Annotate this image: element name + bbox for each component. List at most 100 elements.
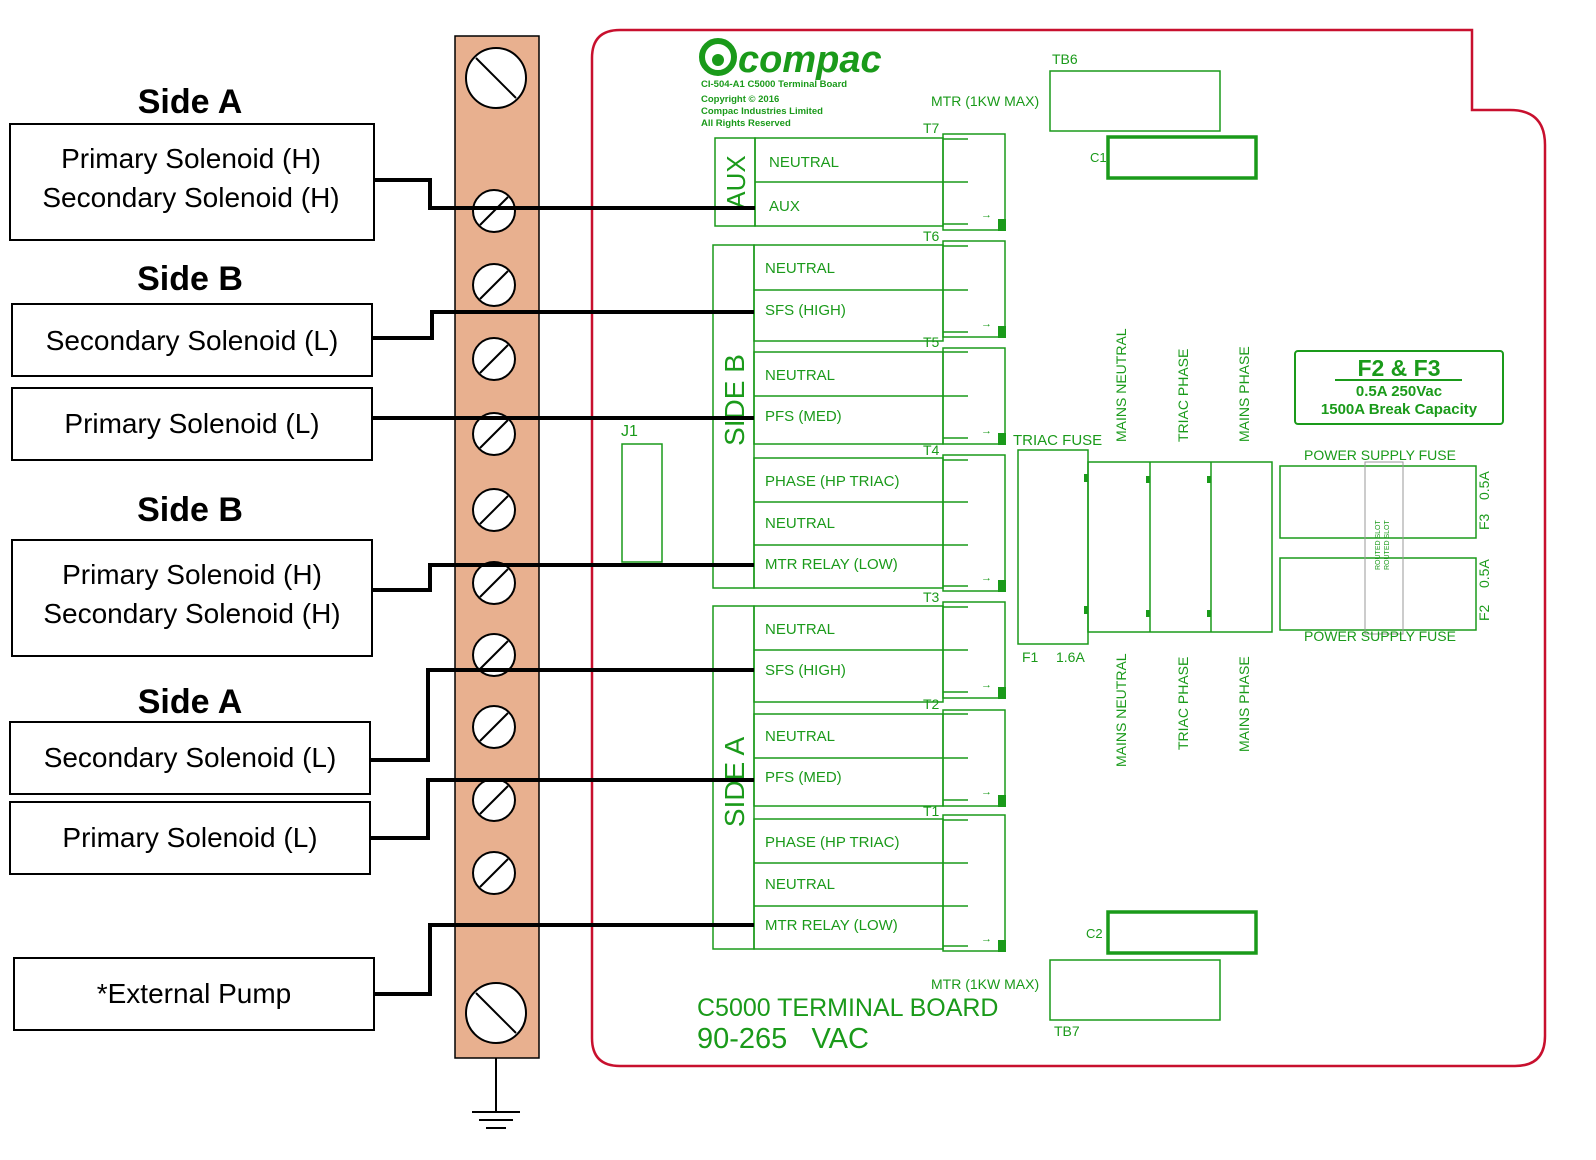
- svg-text:→: →: [981, 425, 992, 437]
- mains-phase-top: MAINS PHASE: [1236, 346, 1252, 442]
- svg-text:→: →: [981, 318, 992, 330]
- f3-rating: 0.5A: [1476, 471, 1492, 500]
- wires: [370, 178, 755, 996]
- box7-label: *External Pump: [97, 978, 292, 1009]
- triac-phase-top: TRIAC PHASE: [1175, 349, 1191, 442]
- box4-line2: Secondary Solenoid (H): [43, 598, 340, 629]
- t5-label: T5: [923, 334, 940, 350]
- f2-f3-title: F2 & F3: [1357, 355, 1440, 381]
- t4-row-mtr-relay: MTR RELAY (LOW): [765, 556, 898, 573]
- screw-2: [472, 263, 516, 307]
- t4-label: T4: [923, 442, 940, 458]
- mains-phase-bottom: MAINS PHASE: [1236, 656, 1252, 752]
- terminal-screws: [465, 47, 527, 1044]
- svg-text:→: →: [981, 679, 992, 691]
- box-secondary-l-side-b: [11, 303, 373, 377]
- c2-label: C2: [1086, 926, 1103, 941]
- mtr-top-label: MTR (1KW MAX): [931, 93, 1039, 109]
- t2-row-neutral: NEUTRAL: [765, 728, 835, 745]
- f1-label: F1: [1022, 649, 1039, 665]
- t4-row-phase: PHASE (HP TRIAC): [765, 473, 899, 490]
- t1-row-mtr-relay: MTR RELAY (LOW): [765, 917, 898, 934]
- side-b-group-label: SIDE B: [719, 354, 750, 446]
- routed-slot-text-2: ROUTED SLOT: [1384, 519, 1391, 570]
- svg-text:→: →: [981, 209, 992, 221]
- svg-text:→: →: [981, 786, 992, 798]
- mains-connector: [1087, 461, 1273, 633]
- f2-f3-rating: 0.5A 250Vac: [1356, 383, 1442, 400]
- screw-6: [472, 561, 516, 605]
- t1-row-phase: PHASE (HP TRIAC): [765, 834, 899, 851]
- t6-row-sfs: SFS (HIGH): [765, 302, 846, 319]
- mains-neutral-bottom: MAINS NEUTRAL: [1113, 653, 1129, 767]
- aux-row-aux: AUX: [769, 198, 800, 215]
- box1-line2: Secondary Solenoid (H): [42, 182, 339, 213]
- box5-label: Secondary Solenoid (L): [44, 742, 337, 773]
- aux-block: AUX NEUTRAL AUX: [714, 137, 944, 227]
- screw-3: [472, 337, 516, 381]
- side-b-heading-top: Side B: [137, 260, 243, 298]
- screw-8: [472, 705, 516, 749]
- board-outline: [590, 28, 1547, 1068]
- f2-f3-capacity: 1500A Break Capacity: [1321, 401, 1478, 418]
- screw-9: [472, 778, 516, 822]
- connector-housings: →→→ →→→→: [942, 133, 1006, 952]
- t4-row-neutral: NEUTRAL: [765, 515, 835, 532]
- t2-row-pfs: PFS (MED): [765, 769, 842, 786]
- aux-group-label: AUX: [721, 155, 751, 208]
- t1-row-neutral: NEUTRAL: [765, 876, 835, 893]
- t6-label: T6: [923, 228, 940, 244]
- svg-text:→: →: [981, 572, 992, 584]
- box2-label: Secondary Solenoid (L): [46, 325, 339, 356]
- box-secondary-l-side-a: [9, 721, 371, 795]
- t5-row-neutral: NEUTRAL: [765, 367, 835, 384]
- j1-jumper: [621, 443, 663, 563]
- f1-rating: 1.6A: [1056, 649, 1085, 665]
- t3-row-sfs: SFS (HIGH): [765, 662, 846, 679]
- j1-label: J1: [621, 423, 638, 440]
- box-primary-secondary-h-side-b: [11, 539, 373, 657]
- side-a-heading-top: Side A: [138, 83, 243, 121]
- side-a-heading-mid: Side A: [138, 683, 243, 721]
- screw-large-bottom: [465, 982, 527, 1044]
- t2-label: T2: [923, 696, 940, 712]
- power-supply-fuse-top: POWER SUPPLY FUSE: [1304, 447, 1456, 463]
- f2-rating: 0.5A: [1476, 559, 1492, 588]
- fuse-f2: [1279, 557, 1477, 631]
- t5-row-pfs: PFS (MED): [765, 408, 842, 425]
- t7-label: T7: [923, 120, 940, 136]
- tb6-block: [1049, 70, 1221, 132]
- side-b-heading-mid: Side B: [137, 491, 243, 529]
- tb7-label: TB7: [1054, 1023, 1080, 1039]
- c2-capacitor: [1106, 910, 1258, 955]
- box-primary-l-side-a: [9, 801, 371, 875]
- triac-fuse-label: TRIAC FUSE: [1013, 432, 1102, 449]
- box3-label: Primary Solenoid (L): [64, 408, 319, 439]
- routed-slot-text-1: ROUTED SLOT: [1375, 519, 1382, 570]
- board-voltage: 90-265 VAC: [697, 1023, 869, 1055]
- box-primary-secondary-h-side-a: [9, 123, 375, 241]
- tb6-label: TB6: [1052, 51, 1078, 67]
- compac-logo: compac: [699, 38, 882, 81]
- copyright-line2: Compac Industries Limited: [701, 106, 823, 117]
- t3-row-neutral: NEUTRAL: [765, 621, 835, 638]
- screw-large-top: [465, 47, 527, 109]
- f2-f3-spec-box: [1294, 350, 1504, 425]
- screw-7: [472, 633, 516, 677]
- box6-label: Primary Solenoid (L): [62, 822, 317, 853]
- c1-label: C1: [1090, 150, 1107, 165]
- t6-row-neutral: NEUTRAL: [765, 260, 835, 277]
- screw-1: [472, 189, 516, 233]
- t3-label: T3: [923, 589, 940, 605]
- screw-4: [472, 412, 516, 456]
- fuse-f3: [1279, 465, 1477, 539]
- f2-label: F2: [1476, 604, 1492, 621]
- t1-label: T1: [923, 803, 940, 819]
- triac-phase-bottom: TRIAC PHASE: [1175, 657, 1191, 750]
- f3-label: F3: [1476, 513, 1492, 530]
- logo-text: compac: [738, 39, 882, 81]
- box-primary-l-side-b: [11, 387, 373, 461]
- screw-10: [472, 851, 516, 895]
- tb7-block: [1049, 959, 1221, 1021]
- power-supply-fuse-bottom: POWER SUPPLY FUSE: [1304, 628, 1456, 644]
